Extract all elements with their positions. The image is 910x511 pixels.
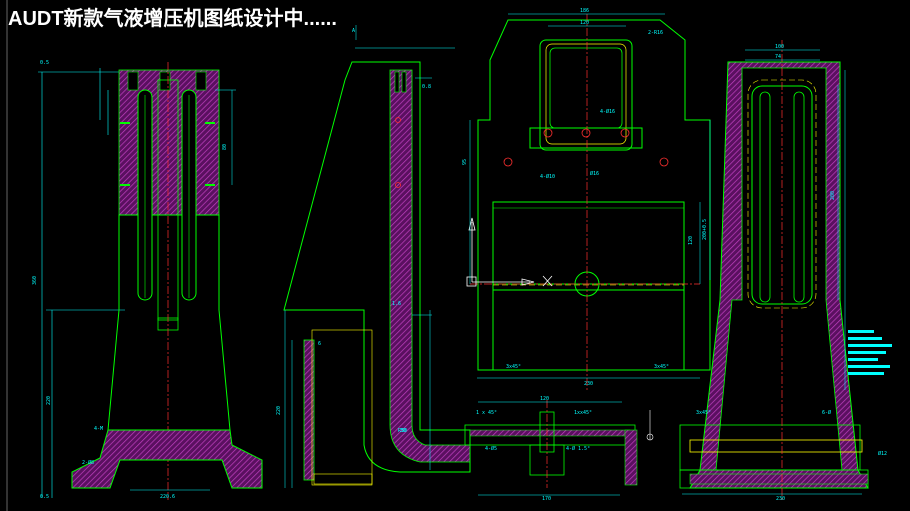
svg-text:0.8: 0.8 bbox=[422, 84, 431, 90]
drawing-title: AUDT新款气液增压机图纸设计中...... bbox=[8, 8, 337, 30]
svg-text:30: 30 bbox=[400, 428, 406, 434]
svg-text:R50: R50 bbox=[398, 428, 407, 434]
svg-text:120: 120 bbox=[688, 236, 694, 245]
svg-text:6-Ø: 6-Ø bbox=[822, 409, 831, 416]
svg-text:360: 360 bbox=[32, 276, 38, 285]
legend-block bbox=[848, 330, 892, 375]
svg-text:80: 80 bbox=[222, 144, 228, 150]
svg-text:74: 74 bbox=[775, 54, 781, 60]
base-detail-view: 120 170 1 x 45° 1xx45° 4-Ø 1.5° 4-Ø5 bbox=[464, 396, 654, 502]
svg-text:100: 100 bbox=[775, 44, 784, 50]
svg-text:220: 220 bbox=[276, 406, 282, 415]
svg-text:200: 200 bbox=[830, 191, 836, 200]
svg-text:4-M: 4-M bbox=[94, 426, 103, 432]
svg-text:4-Ø5: 4-Ø5 bbox=[485, 445, 497, 452]
svg-text:3x45°: 3x45° bbox=[654, 364, 669, 370]
svg-text:1.6: 1.6 bbox=[392, 301, 401, 307]
svg-text:0.5: 0.5 bbox=[40, 60, 49, 66]
svg-text:1xx45°: 1xx45° bbox=[574, 410, 592, 416]
svg-text:1 x 45°: 1 x 45° bbox=[476, 410, 497, 416]
svg-text:2-R16: 2-R16 bbox=[648, 30, 663, 36]
front-view: 360 220 0.5 0.5 bbox=[32, 60, 263, 500]
svg-text:120: 120 bbox=[540, 396, 549, 402]
svg-text:220.6: 220.6 bbox=[160, 494, 175, 500]
side-section-view: 220 R50 1.6 0.8 6 30 A bbox=[276, 25, 471, 488]
svg-text:6: 6 bbox=[318, 341, 321, 347]
right-section-view: 100 74 230 200 3x45° 6-Ø Ø12 bbox=[679, 40, 887, 502]
svg-text:A: A bbox=[352, 28, 355, 34]
svg-text:0.5: 0.5 bbox=[40, 494, 49, 500]
svg-text:230: 230 bbox=[776, 496, 785, 502]
svg-text:2-Ø8: 2-Ø8 bbox=[82, 459, 94, 466]
svg-text:Ø12: Ø12 bbox=[878, 450, 887, 457]
svg-text:Ø16: Ø16 bbox=[590, 170, 599, 177]
svg-text:3x45°: 3x45° bbox=[696, 410, 711, 416]
svg-text:200+0.5: 200+0.5 bbox=[702, 219, 708, 240]
svg-text:4-Ø 1.5°: 4-Ø 1.5° bbox=[566, 445, 590, 452]
svg-text:4-Ø10: 4-Ø10 bbox=[540, 173, 555, 180]
top-view: 186 120 230 120 200+0.5 95 4-Ø16 4-Ø10 3… bbox=[462, 8, 711, 392]
svg-text:220: 220 bbox=[46, 396, 52, 405]
svg-text:230: 230 bbox=[584, 381, 593, 387]
svg-text:170: 170 bbox=[542, 496, 551, 502]
svg-text:120: 120 bbox=[580, 20, 589, 26]
svg-text:186: 186 bbox=[580, 8, 589, 14]
svg-text:95: 95 bbox=[462, 159, 468, 165]
svg-text:3x45°: 3x45° bbox=[506, 364, 521, 370]
svg-text:4-Ø16: 4-Ø16 bbox=[600, 108, 615, 115]
